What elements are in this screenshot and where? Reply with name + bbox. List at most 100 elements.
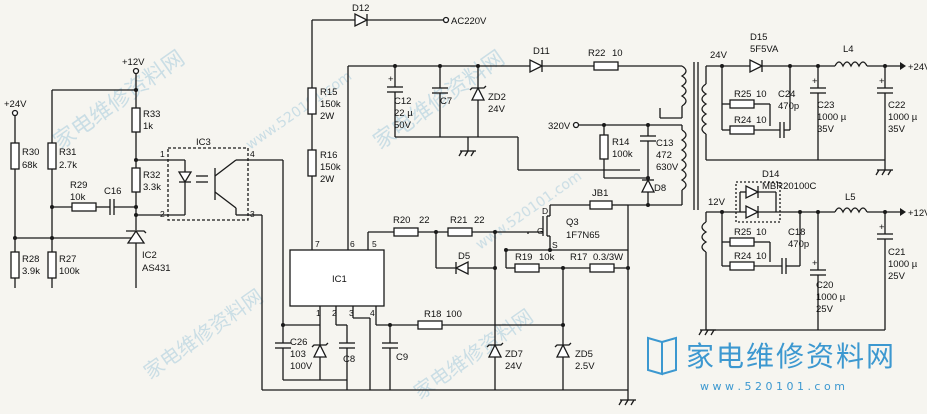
r22-name: R22 xyxy=(588,48,605,59)
resistor-r18 xyxy=(417,320,443,330)
q3-pin-g: G xyxy=(537,226,544,236)
ic1-name: IC1 xyxy=(332,274,347,285)
r18-name: R18 xyxy=(424,309,441,320)
label-12v-winding: 12V xyxy=(708,197,726,208)
switch-q3: JB1 D G S Q3 1F7N65 xyxy=(527,188,628,250)
r28-name: R28 xyxy=(22,254,39,265)
watermark-text-3: 家电维修资料网 xyxy=(139,284,267,384)
q3-pin-d: D xyxy=(542,206,548,216)
ic1-pin2: 2 xyxy=(332,308,337,318)
diode-d11 xyxy=(529,58,544,74)
vcc-supply: + C12 22 µ 50V C7 ZD2 24V D11 R22 10 xyxy=(347,46,682,250)
c12-name: C12 xyxy=(394,96,411,107)
r25a-value: 10 xyxy=(756,89,767,100)
r25b-name: R25 xyxy=(734,227,751,238)
r14-name: R14 xyxy=(612,137,629,148)
r15-value: 150k xyxy=(320,99,341,110)
c18-name: C18 xyxy=(788,227,805,238)
r31-name: R31 xyxy=(59,147,76,158)
d15-name: D15 xyxy=(750,32,767,43)
c21-rating: 25V xyxy=(888,271,906,282)
c20-value: 1000 µ xyxy=(816,292,846,303)
jb1-name: JB1 xyxy=(592,188,608,199)
zd5-name: ZD5 xyxy=(575,349,593,360)
d14-value: MBR20100C xyxy=(762,181,817,192)
ic3-pin2: 2 xyxy=(160,209,165,219)
zd7-name: ZD7 xyxy=(505,349,523,360)
snubber: 320V R14 100k C13 472 630V D8 xyxy=(548,121,683,207)
brand-name: 家电维修资料网 xyxy=(686,340,896,373)
r25b-value: 10 xyxy=(756,227,767,238)
r30-value: 68k xyxy=(22,160,38,171)
diode-d5 xyxy=(454,260,469,276)
c20-name: C20 xyxy=(816,280,833,291)
ic3-pin1: 1 xyxy=(160,149,165,159)
resistor-r28 xyxy=(10,251,20,279)
r15-name: R15 xyxy=(320,87,337,98)
c8-name: C8 xyxy=(343,354,355,365)
r24a-name: R24 xyxy=(734,115,751,126)
d12-name: D12 xyxy=(352,3,369,14)
resistor-r15 xyxy=(307,87,317,115)
resistor-r22 xyxy=(593,61,619,71)
resistor-r32 xyxy=(131,167,141,193)
c13-name: C13 xyxy=(656,138,673,149)
r16-name: R16 xyxy=(320,150,337,161)
resistor-r30 xyxy=(10,142,20,170)
r21-value: 22 xyxy=(474,215,485,226)
c23-value: 1000 µ xyxy=(817,112,847,123)
brand-logo: 家电维修资料网 w w w . 5 2 0 1 0 1 . c o m xyxy=(647,336,896,393)
c22-value: 1000 µ xyxy=(888,112,918,123)
c13-rating: 630V xyxy=(656,162,679,173)
ic3-body xyxy=(167,147,249,221)
resistor-r21 xyxy=(447,227,473,237)
resistor-r29 xyxy=(71,202,97,212)
c22-plus: + xyxy=(879,76,885,87)
ic2-name: IC2 xyxy=(142,250,157,261)
gate-drive: R20 22 R21 22 D5 R19 10k R17 0.3/3W xyxy=(367,205,636,406)
r32-name: R32 xyxy=(143,170,160,181)
book-icon xyxy=(647,336,677,376)
d11-name: D11 xyxy=(533,46,550,57)
r24b-value: 10 xyxy=(756,251,767,262)
diode-d8 xyxy=(640,178,656,193)
resistor-r24-12v xyxy=(729,261,755,271)
r20-name: R20 xyxy=(393,215,410,226)
label-ac220v: AC220V xyxy=(451,16,487,27)
q3-pin-s: S xyxy=(552,240,558,250)
ic3-name: IC3 xyxy=(196,137,211,148)
resistor-r31 xyxy=(47,142,57,170)
r17-name: R17 xyxy=(570,252,587,263)
c24-name: C24 xyxy=(778,89,795,100)
aux-winding xyxy=(680,65,687,107)
sec-winding-12v xyxy=(701,221,708,253)
resistor-r19 xyxy=(514,263,540,273)
c23-plus: + xyxy=(812,76,818,87)
regulator-ic2 xyxy=(126,229,146,244)
r29-name: R29 xyxy=(70,180,87,191)
resistor-r25-24v xyxy=(729,99,755,109)
r33-value: 1k xyxy=(143,121,153,132)
brand-url: w w w . 5 2 0 1 0 1 . c o m xyxy=(700,380,845,393)
d14-name: D14 xyxy=(762,169,779,180)
label-320v: 320V xyxy=(548,121,571,132)
r18-value: 100 xyxy=(446,309,462,320)
zd2-value: 24V xyxy=(488,104,506,115)
ic1-pin6: 6 xyxy=(350,239,355,249)
watermark-url-1: www.520101.com xyxy=(243,68,355,153)
ic1-pin7: 7 xyxy=(315,239,320,249)
terminal-12v xyxy=(132,67,140,75)
secondary-12v: 12V D14 MBR20100C L5 +12V R25 10 R24 10 xyxy=(698,169,927,336)
primary-winding xyxy=(680,129,687,191)
inductor-l5 xyxy=(834,207,868,214)
r16-value: 150k xyxy=(320,162,341,173)
r32-value: 3.3k xyxy=(143,182,161,193)
c26-rating: 100V xyxy=(290,361,313,372)
ic2-value: AS431 xyxy=(142,263,171,274)
r19-name: R19 xyxy=(515,252,532,263)
zd5-value: 2.5V xyxy=(575,361,595,372)
c23-rating: 35V xyxy=(817,124,835,135)
secondary-24v: 24V D15 5F5VA L4 +24V R25 10 R24 10 C24 xyxy=(701,32,927,176)
label-plus24v: +24V xyxy=(4,99,27,110)
